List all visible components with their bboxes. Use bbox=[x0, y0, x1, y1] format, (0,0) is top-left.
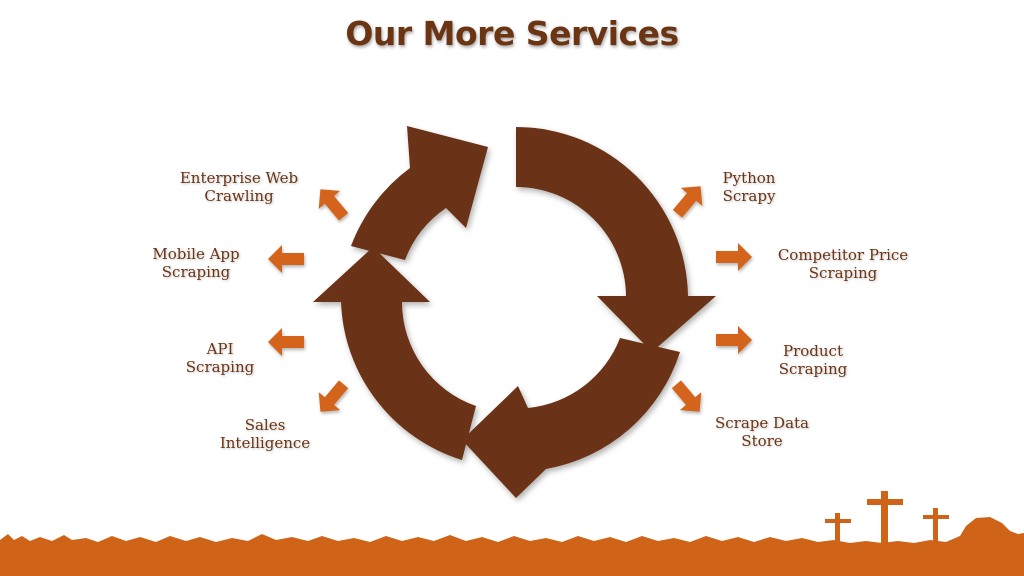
service-label-line: Scraping bbox=[778, 360, 848, 378]
service-label-line: Scrape Data bbox=[715, 414, 809, 432]
service-api-scraping: API Scraping bbox=[170, 340, 270, 376]
cycle-arrow-bottom-left bbox=[313, 247, 476, 460]
service-enterprise-web-crawling: Enterprise Web Crawling bbox=[174, 169, 304, 205]
service-label-line: Mobile App bbox=[152, 245, 240, 263]
grass-ground bbox=[0, 517, 1024, 576]
service-label-line: Competitor Price bbox=[777, 246, 909, 264]
slide-title: Our More Services bbox=[345, 14, 679, 53]
service-mobile-app-scraping: Mobile App Scraping bbox=[141, 245, 251, 281]
service-label-line: Scraping bbox=[185, 358, 255, 376]
cycle-arrow-top-right bbox=[516, 127, 716, 352]
service-label-line: Enterprise Web bbox=[179, 169, 299, 187]
service-label-line: Crawling bbox=[204, 187, 274, 205]
service-label-line: Scraping bbox=[161, 263, 231, 281]
service-label-line: Scrapy bbox=[722, 187, 776, 205]
service-label-line: Intelligence bbox=[219, 434, 311, 452]
cross-icon bbox=[923, 508, 949, 546]
service-scrape-data-store: Scrape Data Store bbox=[712, 414, 812, 450]
service-label-line: Sales bbox=[244, 416, 286, 434]
cycle-arrow-top-left bbox=[351, 126, 488, 260]
service-competitor-price-scraping: Competitor Price Scraping bbox=[772, 246, 914, 282]
service-product-scraping: Product Scraping bbox=[768, 342, 858, 378]
service-python-scrapy: Python Scrapy bbox=[704, 169, 794, 205]
service-label-line: Python bbox=[722, 169, 776, 187]
service-label-line: Scraping bbox=[808, 264, 878, 282]
cross-icon bbox=[867, 491, 903, 549]
service-label-line: Product bbox=[783, 342, 843, 360]
service-label-line: Store bbox=[741, 432, 783, 450]
cross-icon bbox=[825, 513, 851, 549]
cycle-arrow-bottom-right bbox=[462, 338, 680, 498]
service-sales-intelligence: Sales Intelligence bbox=[215, 416, 315, 452]
service-label-line: API bbox=[206, 340, 234, 358]
